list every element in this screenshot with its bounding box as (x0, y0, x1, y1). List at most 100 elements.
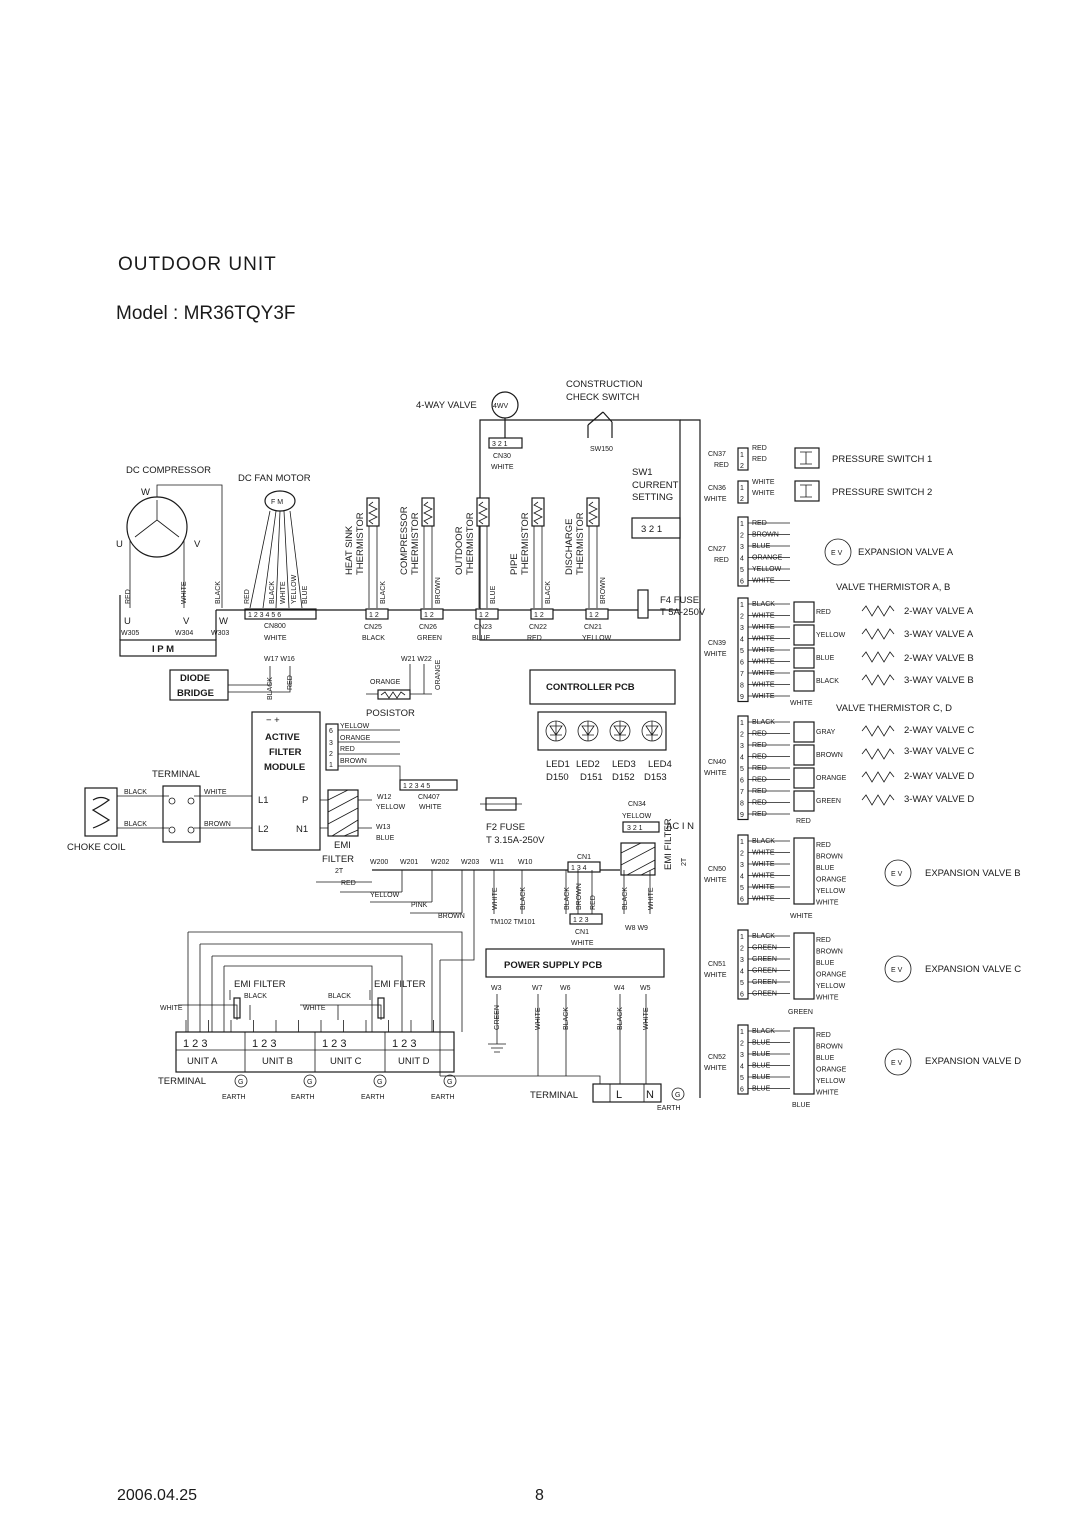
controller-pcb-box (529, 669, 676, 705)
emi-2t-filter-left (327, 789, 359, 837)
earth-symbol (443, 1074, 457, 1088)
w11: W11 (490, 859, 504, 866)
cn39-label: CN39 (708, 640, 726, 647)
led2-label: LED2 (576, 759, 600, 770)
afm-wire-3: RED (340, 746, 355, 753)
psu-wire-label: WHITE (492, 887, 499, 910)
led1-label: LED1 (546, 759, 570, 770)
power-earth-symbol (671, 1087, 685, 1101)
db-wire-1: BLACK (267, 677, 274, 700)
thermistor-pins: 1 2 (369, 612, 379, 619)
thermistor-color: RED (527, 635, 542, 642)
f2-fuse-rating: T 3.15A-250V (486, 835, 545, 846)
unit-c-digits: 1 2 3 (322, 1038, 346, 1050)
thermistor-cn: CN25 (364, 624, 382, 631)
psu-bottom-wire-4: BLACK (617, 1007, 624, 1030)
earth-label: EARTH (361, 1094, 385, 1101)
led-group (545, 720, 663, 742)
setting-label: SETTING (632, 492, 673, 503)
cn34-pins: 3 2 1 (627, 825, 643, 832)
wire-label: WHITE (752, 670, 775, 677)
pin-number: 1 (740, 1029, 744, 1036)
pair-wire-label: YELLOW (816, 1078, 846, 1085)
wire-label: BLACK (752, 601, 775, 608)
w200: W200 (370, 859, 388, 866)
pin-number: 5 (740, 885, 744, 892)
wire-label: WHITE (752, 693, 775, 700)
psu-w7: W7 (532, 985, 543, 992)
pair-wire-label: BROWN (816, 752, 843, 759)
led4-label: LED4 (648, 759, 672, 770)
thermistor-cn: CN22 (529, 624, 547, 631)
pair-wire-label: WHITE (816, 995, 839, 1002)
fan-motor-label: F M (271, 499, 283, 506)
right-connector (737, 834, 749, 905)
led3-label: LED3 (612, 759, 636, 770)
unit-b-digits: 1 2 3 (252, 1038, 276, 1050)
terminal-label-left: TERMINAL (152, 769, 200, 780)
cn27-color: RED (714, 557, 729, 564)
choke-coil-symbol (91, 796, 111, 829)
cn52-label: CN52 (708, 1054, 726, 1061)
thermistor-symbol (586, 497, 600, 527)
sw1-label: SW1 (632, 467, 653, 478)
psu-wire-label: WHITE (648, 887, 655, 910)
pin-number: 5 (740, 980, 744, 987)
thermistor-symbol (366, 497, 380, 527)
pair-wire-label: ORANGE (816, 1067, 847, 1074)
afm-connector (325, 723, 339, 771)
pin-number: 3 (740, 957, 744, 964)
pin-number: 6 (740, 992, 744, 999)
pair-wire-label: RED (816, 609, 831, 616)
dc-fan-motor-label: DC FAN MOTOR (238, 473, 311, 484)
thermistor-color: YELLOW (582, 635, 612, 642)
wire-label: RED (752, 731, 767, 738)
pin-number: 3 (740, 625, 744, 632)
thermistor-wire: BLUE (490, 585, 497, 604)
emi-wire-black-2: BLACK (328, 993, 351, 1000)
thermistor-pins: 1 2 (479, 612, 489, 619)
pair-wire-label: ORANGE (816, 775, 847, 782)
pair-connector (793, 932, 815, 1000)
thermistor-sub: THERMISTOR (520, 512, 531, 575)
cn37-label: CN37 (708, 451, 726, 458)
thermistor-connector (585, 608, 609, 620)
pin-number: 1 (740, 452, 744, 459)
cn36-color: WHITE (704, 496, 727, 503)
valve-3way-d: 3-WAY VALVE D (904, 794, 974, 805)
unit-c-label: UNIT C (330, 1056, 362, 1067)
cn30-color: WHITE (491, 464, 514, 471)
pin-number: 2 (740, 614, 744, 621)
valve-3way-b: 3-WAY VALVE B (904, 675, 974, 686)
w13-wire: BLUE (376, 835, 395, 842)
emi-filter-label-2: EMI FILTER (374, 979, 426, 990)
w304: W304 (175, 630, 193, 637)
posistor-label: POSISTOR (366, 708, 415, 719)
bus-wire-red: RED (341, 880, 356, 887)
ac-in-label: AC I N (666, 821, 694, 832)
wire-label: WHITE (752, 884, 775, 891)
thermistor-wire: BLACK (380, 581, 387, 604)
expansion-valve-a: EXPANSION VALVE A (858, 547, 954, 558)
tm-label: TM102 TM101 (490, 919, 535, 926)
cn407-label: CN407 (418, 794, 440, 801)
valve-thermistor-symbol (861, 794, 895, 806)
earth-g: G (307, 1079, 312, 1086)
thermistor-color: BLUE (472, 635, 491, 642)
pin-number: 6 (740, 778, 744, 785)
pin-number: 2 (740, 946, 744, 953)
pin-number: 2 (740, 732, 744, 739)
wire-label: WHITE (752, 613, 775, 620)
right-connector (737, 516, 749, 587)
cn52-color: WHITE (704, 1065, 727, 1072)
pin-number: 9 (740, 694, 744, 701)
w13-label: W13 (376, 824, 391, 831)
wire-label: GREEN (752, 968, 777, 975)
pin-number: 1 (740, 720, 744, 727)
valve-thermistor-symbol (861, 651, 895, 663)
ipm-label: I P M (152, 644, 174, 655)
pin-number: 6 (740, 579, 744, 586)
wire-label: RED (752, 765, 767, 772)
pair-connector (793, 767, 815, 789)
